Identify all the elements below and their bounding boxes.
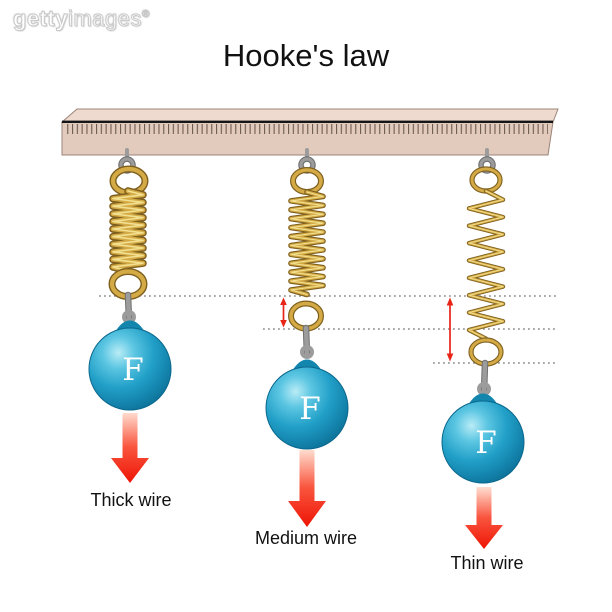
label-thick-wire: Thick wire — [90, 490, 171, 510]
beam-top-face — [60, 108, 559, 123]
extension-arrow-medium — [280, 297, 287, 328]
force-symbol: F — [122, 352, 144, 388]
ruler-ticks — [64, 124, 548, 134]
gettyimages-watermark: gettyimages® — [12, 6, 150, 32]
wooden-beam — [60, 108, 559, 156]
weight-ball-thin: F — [441, 393, 525, 484]
force-arrow-medium — [288, 450, 326, 527]
spring-thin — [466, 148, 506, 396]
spring-coil — [466, 188, 506, 341]
force-arrow-thick — [111, 413, 149, 483]
force-arrow-thin — [465, 487, 503, 549]
label-medium-wire: Medium wire — [255, 528, 357, 548]
spring-medium — [288, 148, 326, 359]
spring-coil — [288, 189, 326, 298]
force-symbol: F — [299, 391, 321, 427]
weight-ball-medium: F — [265, 359, 349, 450]
weight-ball-thick: F — [88, 320, 172, 411]
spring-coil — [109, 187, 147, 275]
watermark-brand-bold: getty — [12, 6, 69, 32]
watermark-registered-mark: ® — [141, 9, 150, 21]
extension-arrow-thin — [446, 297, 454, 362]
beam-top-edge-line — [62, 120, 553, 123]
ball — [265, 366, 349, 450]
page-title: Hooke's law — [222, 38, 390, 73]
force-symbol: F — [475, 425, 497, 461]
ball — [88, 327, 172, 411]
label-thin-wire: Thin wire — [450, 553, 523, 573]
watermark-brand-light: images — [68, 6, 142, 32]
ball — [441, 400, 525, 484]
spring-thick — [108, 148, 149, 324]
